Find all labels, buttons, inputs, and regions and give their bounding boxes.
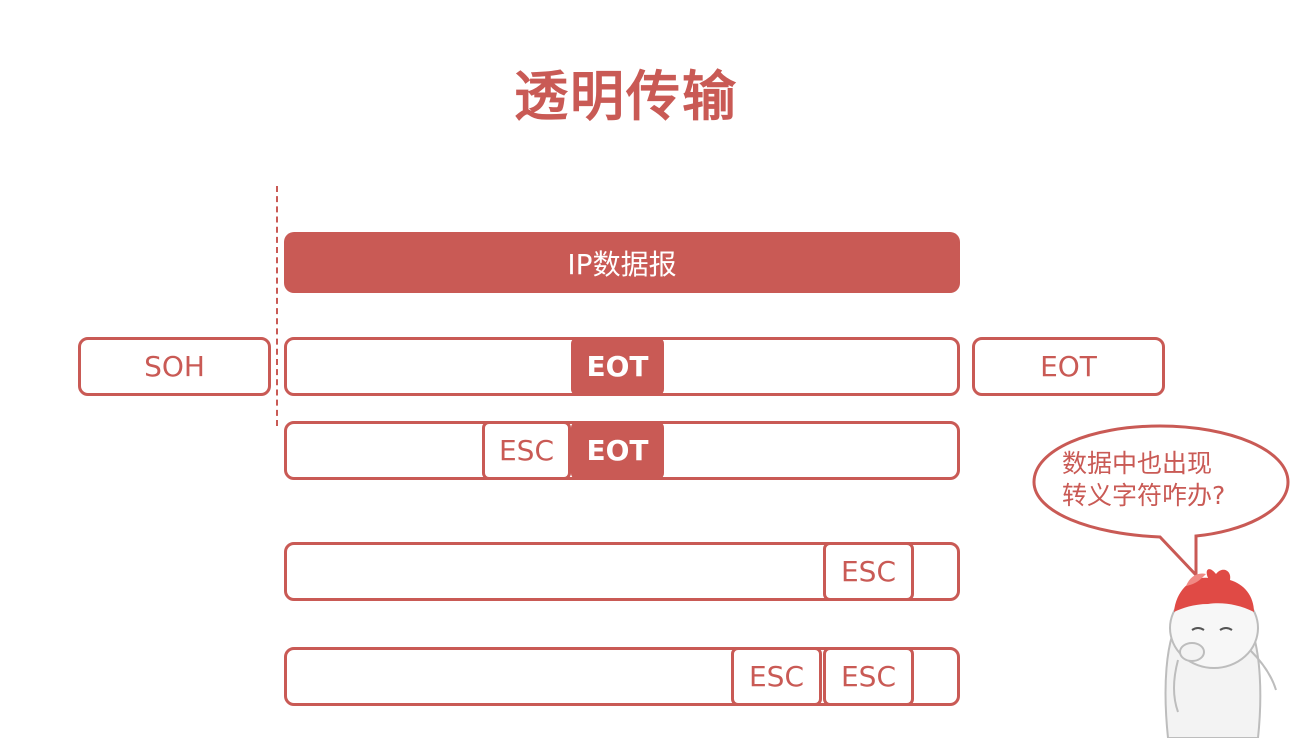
data-row-1: EOT: [284, 337, 960, 396]
eot-frame-end: EOT: [972, 337, 1165, 396]
soh-label: SOH: [144, 350, 205, 383]
speech-bubble-text: 数据中也出现 转义字符咋办?: [1062, 448, 1252, 512]
data-row-1-eot-cell: EOT: [571, 337, 664, 396]
eot-label: EOT: [1040, 350, 1097, 383]
ip-datagram-bar: IP数据报: [284, 232, 960, 293]
data-row-2-eot-text: EOT: [586, 434, 649, 467]
page-title: 透明传输: [514, 65, 738, 128]
speech-bubble-line-2: 转义字符咋办?: [1062, 481, 1226, 510]
speech-bubble-line-1: 数据中也出现: [1062, 449, 1213, 478]
confused-mascot-icon: [1164, 569, 1277, 738]
data-row-2-esc-text: ESC: [498, 434, 554, 467]
data-row-3: ESC: [284, 542, 960, 601]
data-row-2-esc-cell: ESC: [482, 421, 571, 480]
data-row-4-esc-cell-1: ESC: [731, 647, 822, 706]
data-row-3-esc-text: ESC: [840, 555, 896, 588]
soh-frame-start: SOH: [78, 337, 271, 396]
data-row-1-eot-text: EOT: [586, 350, 649, 383]
data-row-2: ESC EOT: [284, 421, 960, 480]
data-row-2-eot-cell: EOT: [571, 421, 664, 480]
ip-datagram-label: IP数据报: [567, 247, 677, 281]
data-row-4-esc-text-1: ESC: [748, 660, 804, 693]
frame-boundary-divider: [276, 186, 278, 426]
data-row-3-esc-cell: ESC: [823, 542, 914, 601]
data-row-4: ESC ESC: [284, 647, 960, 706]
data-row-4-esc-cell-2: ESC: [823, 647, 914, 706]
data-row-4-esc-text-2: ESC: [840, 660, 896, 693]
speech-bubble-shape: [1032, 424, 1290, 579]
